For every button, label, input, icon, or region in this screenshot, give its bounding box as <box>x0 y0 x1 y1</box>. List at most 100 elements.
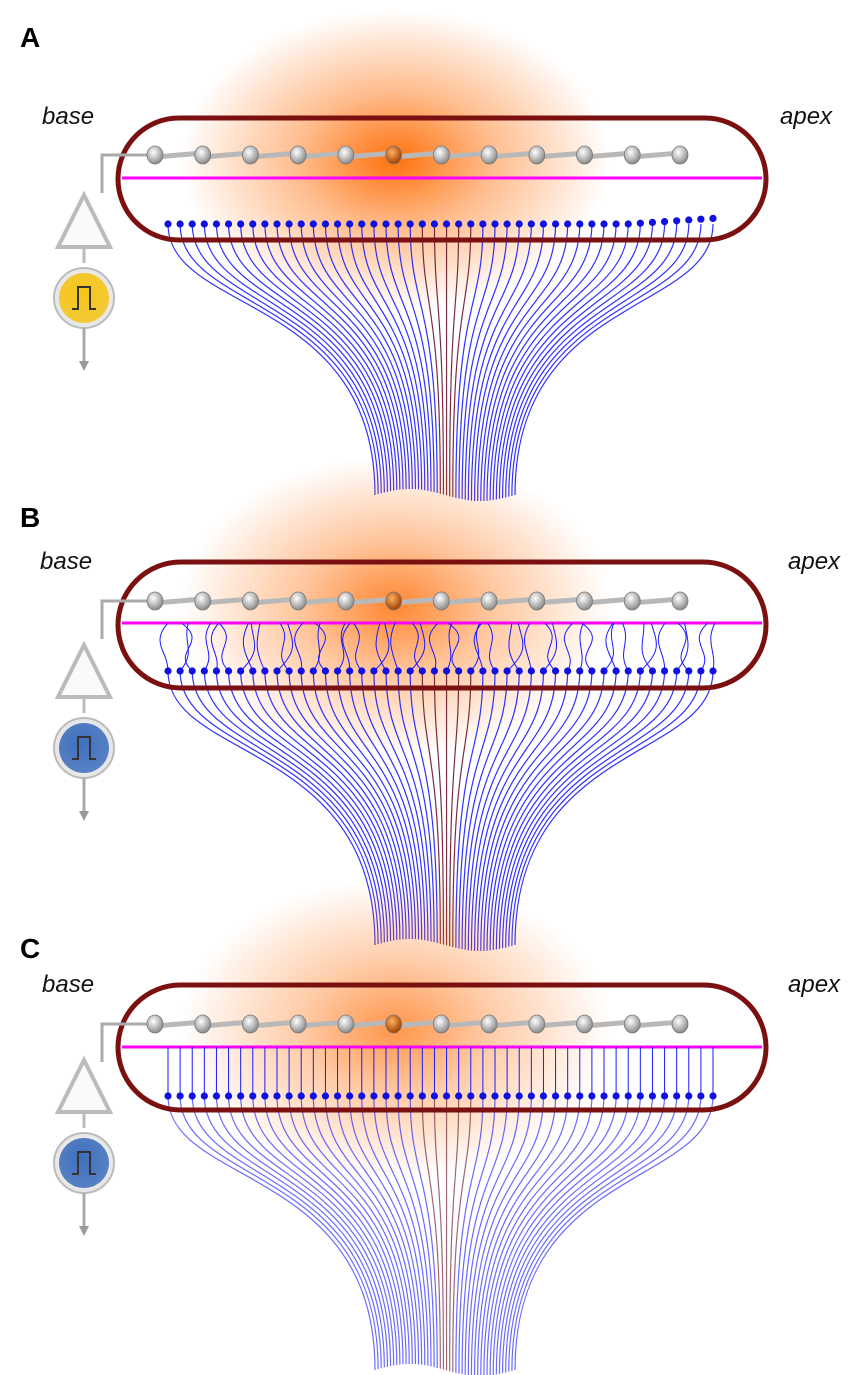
hair-cell-dot <box>321 667 330 675</box>
nerve-fiber <box>508 1095 690 1372</box>
hair-cell-dot <box>249 1092 257 1100</box>
hair-cell-dot <box>370 667 378 675</box>
hair-cell-dot <box>249 220 257 228</box>
nerve-fiber <box>349 223 423 490</box>
nerve-fiber <box>492 1095 629 1375</box>
nerve-fiber <box>455 1095 484 1373</box>
hair-cell-dot <box>527 667 535 675</box>
electrode <box>576 591 593 611</box>
dendrite-group <box>167 1047 714 1096</box>
nerve-fiber-bundle <box>167 670 714 951</box>
dendrite <box>276 622 293 672</box>
nerve-fiber <box>264 670 401 940</box>
hair-cell-dot <box>588 1092 596 1100</box>
hair-cell-dot <box>467 1092 475 1100</box>
dendrite-group <box>159 622 716 672</box>
nerve-fiber <box>227 1095 392 1367</box>
hair-cell-dot <box>394 1092 402 1100</box>
dendrite <box>218 622 229 672</box>
hair-cell-dot <box>685 1092 693 1100</box>
nerve-fiber <box>252 670 398 941</box>
hair-cell-dot <box>200 1092 208 1100</box>
nerve-fiber <box>421 1095 441 1369</box>
neuron-body <box>59 1138 109 1188</box>
hair-cell-dot <box>442 1092 451 1100</box>
nerve-fiber <box>433 670 445 945</box>
hair-cell-dot <box>237 1092 245 1100</box>
hair-cell-dot <box>467 220 475 228</box>
nerve-fiber <box>312 670 413 940</box>
hair-cell-dot <box>370 1092 378 1100</box>
hair-cell-dot <box>382 220 390 228</box>
nerve-fiber <box>288 223 407 490</box>
hair-cell-dot <box>600 667 608 675</box>
nerve-fiber <box>508 223 690 497</box>
hair-cell-dot <box>261 220 269 228</box>
panel-letter: C <box>20 933 41 964</box>
nerve-fiber <box>227 670 392 942</box>
electrode <box>528 145 546 165</box>
electrode <box>528 1014 546 1034</box>
nerve-fiber <box>397 670 435 943</box>
electrode <box>623 145 641 165</box>
nerve-fiber <box>486 223 605 501</box>
hair-cell-dot <box>418 1092 426 1100</box>
electrode <box>671 145 689 165</box>
nerve-fiber <box>511 223 702 496</box>
nerve-fiber <box>505 670 678 948</box>
nerve-fiber <box>495 223 641 500</box>
hair-cell-dot <box>515 220 523 228</box>
electrode <box>623 1014 641 1034</box>
hair-cell-dot <box>346 1092 354 1100</box>
nerve-fiber <box>324 1095 417 1365</box>
electrode <box>576 145 593 165</box>
nerve-fiber <box>467 223 532 501</box>
electrode <box>146 591 164 611</box>
hair-cell-dot <box>212 1092 221 1100</box>
hair-cell-dot <box>636 667 644 675</box>
nerve-fiber <box>449 223 460 497</box>
nerve-fiber <box>505 1095 678 1373</box>
hair-cell-dot <box>624 220 632 228</box>
hair-cell-dot <box>551 1092 560 1100</box>
hair-cell-dot <box>673 1092 681 1100</box>
nerve-fiber <box>483 670 593 951</box>
hair-cell-dot <box>685 667 693 675</box>
square-pulse-icon <box>72 736 96 760</box>
dendrite <box>159 622 169 672</box>
hair-cell-dot <box>406 667 414 675</box>
hair-cell-dot <box>358 220 366 228</box>
nerve-fiber <box>179 223 379 495</box>
nerve-fiber <box>373 223 429 491</box>
electrode-array <box>100 591 689 639</box>
nerve-fiber <box>489 670 617 951</box>
nerve-fiber <box>409 670 438 943</box>
dendrite <box>411 622 423 672</box>
dendrite <box>639 622 657 672</box>
nerve-fiber <box>252 223 398 491</box>
electrode <box>242 1014 259 1034</box>
dendrite <box>506 622 524 672</box>
nerve-fiber <box>473 1095 557 1375</box>
electrode <box>289 1014 307 1034</box>
down-arrow-icon <box>79 1226 89 1236</box>
nerve-fiber <box>495 1095 641 1375</box>
nerve-fiber <box>312 223 413 490</box>
hair-cell-dot <box>697 215 705 223</box>
dendrite <box>240 622 256 672</box>
neuron-body <box>59 723 109 773</box>
hair-cell-dot <box>612 220 620 228</box>
hair-cell-dot <box>164 1092 172 1100</box>
hair-cell-dot <box>430 1092 439 1100</box>
hair-cell-dot <box>237 220 245 228</box>
nerve-fiber <box>191 223 382 494</box>
dendrite <box>581 622 593 672</box>
dendrite <box>352 622 363 672</box>
hair-cell-dot <box>382 1092 390 1100</box>
nerve-fiber <box>288 670 407 940</box>
cochlear-duct <box>115 115 769 243</box>
dendrite <box>390 622 399 672</box>
nerve-fiber <box>373 1095 429 1366</box>
cochlear-duct <box>115 982 769 1113</box>
hair-cell-dot <box>176 1092 184 1100</box>
